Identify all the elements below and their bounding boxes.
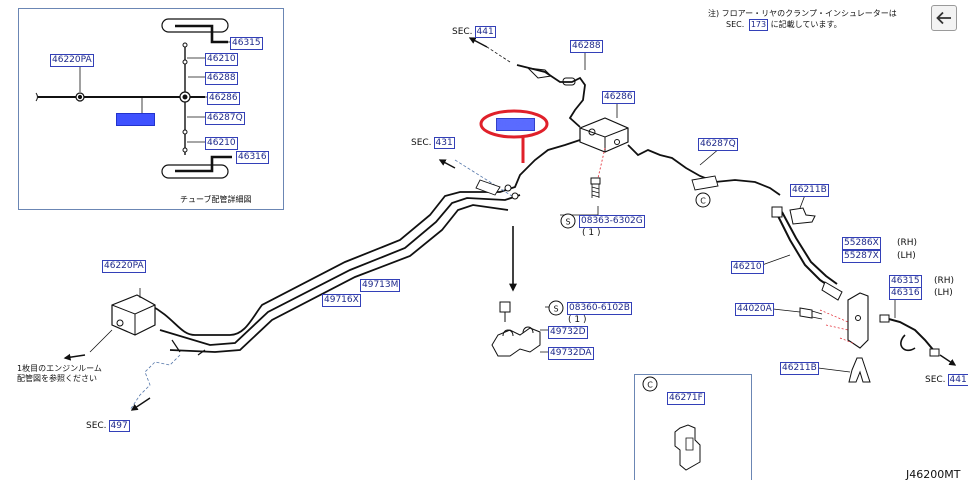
part-label-46286[interactable]: 46286 [602, 91, 635, 104]
engine-note-line-2: 配管図を参照ください [17, 374, 97, 383]
inset-caption: チューブ配管詳細図 [180, 195, 252, 204]
circle-c-mark: C [647, 381, 653, 390]
part-label-55286X[interactable]: 55286X [842, 237, 881, 250]
lh-55287X: (LH) [897, 251, 916, 261]
sec-prefix: SEC. [925, 375, 946, 385]
note-sec-prefix: SEC. [726, 20, 745, 29]
note-sec-link[interactable]: 173 [748, 19, 769, 31]
part-label-46211B-top[interactable]: 46211B [790, 184, 829, 197]
part-label-49732D[interactable]: 49732D [548, 326, 588, 339]
s-mark: S [553, 305, 558, 314]
qty-08363: ( 1 ) [582, 228, 601, 238]
part-label-55287X[interactable]: 55287X [842, 250, 881, 263]
qty-08360: ( 1 ) [568, 315, 587, 325]
rh-46315: (RH) [934, 276, 955, 286]
note-line-2: SEC. 173 に記載しています。 [726, 19, 842, 31]
part-label-46287Q[interactable]: 46287Q [698, 138, 738, 151]
sec-prefix: SEC. [452, 27, 473, 37]
engine-note-line-1: 1枚目のエンジンルーム [17, 364, 102, 373]
sec-441-right-link[interactable]: 441 [947, 374, 968, 386]
main-diagram-drawing [63, 37, 957, 471]
circle-c-mark: C [700, 197, 706, 206]
inset-detail-drawing [35, 18, 232, 179]
part-label-46210-inset-bot[interactable]: 46210 [205, 137, 238, 150]
rh-55286X: (RH) [897, 238, 918, 248]
sec-497-ref: SEC.497 [86, 420, 130, 432]
inset-detail-frame [18, 8, 284, 210]
note-line-1: 注) フロアー・リヤのクランプ・インシュレーターは [708, 9, 897, 18]
part-label-08360-6102B[interactable]: 08360-6102B [567, 302, 632, 315]
part-label-49732DA[interactable]: 49732DA [548, 347, 594, 360]
sec-prefix: SEC. [411, 138, 432, 148]
part-label-46284N-selected[interactable]: 46284N [496, 118, 536, 131]
part-label-46210-inset-top[interactable]: 46210 [205, 53, 238, 66]
part-label-46271F[interactable]: 46271F [667, 392, 705, 405]
sec-441-ref: SEC.441 [452, 26, 496, 38]
diagram-id: J46200MT [906, 468, 961, 481]
note-sec-suffix: に記載しています。 [770, 20, 842, 29]
s-marks: S S [548, 213, 576, 316]
part-label-44020A[interactable]: 44020A [735, 303, 774, 316]
part-label-46315-inset[interactable]: 46315 [230, 37, 263, 50]
sec-441-link[interactable]: 441 [474, 26, 496, 38]
back-button[interactable] [931, 5, 957, 31]
part-label-46287Q-inset[interactable]: 46287Q [205, 112, 245, 125]
part-label-46284N-inset[interactable]: 46284N [116, 113, 156, 126]
part-label-46288-inset[interactable]: 46288 [205, 72, 238, 85]
part-label-46210[interactable]: 46210 [731, 261, 764, 274]
part-label-46288[interactable]: 46288 [570, 40, 603, 53]
part-label-46220PA-inset[interactable]: 46220PA [50, 54, 94, 67]
s-mark: S [565, 218, 570, 227]
reference-circles: C C [647, 197, 706, 390]
detail-c-frame [634, 374, 752, 480]
sec-431-link[interactable]: 431 [433, 137, 455, 149]
sec-497-link[interactable]: 497 [108, 420, 130, 432]
part-label-49713M[interactable]: 49713M [360, 279, 401, 292]
sec-prefix: SEC. [86, 421, 107, 431]
lh-46316: (LH) [934, 288, 953, 298]
part-label-46211B-bot[interactable]: 46211B [780, 362, 819, 375]
part-label-08363-6302G[interactable]: 08363-6302G [579, 215, 645, 228]
part-label-49716X[interactable]: 49716X [322, 294, 361, 307]
sec-441-right-ref: SEC.441 [925, 374, 968, 386]
part-label-46286-inset[interactable]: 46286 [207, 92, 240, 105]
sec-431-ref: SEC.431 [411, 137, 455, 149]
part-label-46316[interactable]: 46316 [889, 287, 922, 300]
arrow-left-icon [936, 11, 951, 25]
part-label-46316-inset[interactable]: 46316 [236, 151, 269, 164]
part-label-46315[interactable]: 46315 [889, 275, 922, 288]
part-label-46220PA[interactable]: 46220PA [102, 260, 146, 273]
